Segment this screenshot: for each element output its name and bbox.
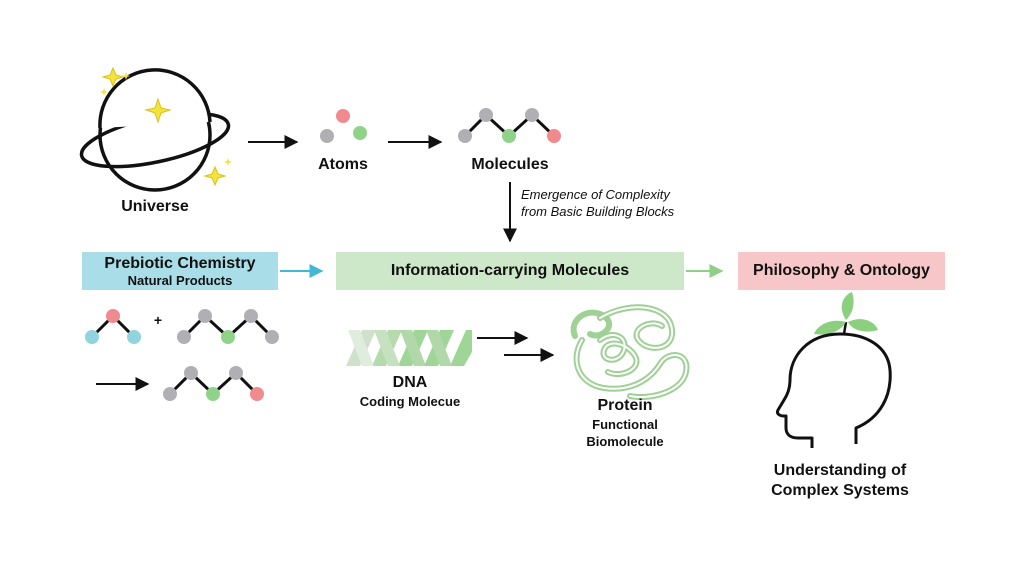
universe-label: Universe: [121, 198, 189, 215]
prebiotic-chain-icon: [177, 309, 279, 344]
prebiotic-box: [82, 252, 278, 290]
emergence-line-2: from Basic Building Blocks: [521, 204, 675, 219]
head-with-sprout-icon: [776, 292, 892, 448]
protein-fold-inner: [575, 306, 688, 398]
plus-sign: +: [153, 312, 163, 328]
understanding-line-1: Understanding of: [773, 462, 907, 479]
dna-label: DNA: [392, 374, 428, 391]
molecules-label: Molecules: [471, 156, 549, 173]
protein-sublabel-1: Functional: [592, 417, 658, 432]
dna-helix-icon: [346, 330, 472, 366]
molecule-chain-icon: [458, 108, 561, 143]
prebiotic-small-molecule-icon: [85, 309, 141, 344]
emergence-label: Emergence of Complexity from Basic Build…: [521, 186, 674, 220]
universe-planet-icon: [79, 66, 232, 192]
atoms-icon: [320, 109, 367, 143]
protein-sublabel-2: Biomolecule: [586, 434, 664, 449]
prebiotic-box-text: Prebiotic Chemistry Natural Products: [82, 252, 278, 290]
dna-sublabel: Coding Molecue: [359, 394, 461, 409]
philosophy-box-text: Philosophy & Ontology: [738, 252, 945, 290]
philosophy-title: Philosophy & Ontology: [753, 262, 930, 279]
info-molecules-box: [336, 252, 684, 290]
prebiotic-title: Prebiotic Chemistry: [104, 254, 256, 272]
prebiotic-subtitle: Natural Products: [127, 272, 233, 288]
info-molecules-box-text: Information-carrying Molecules: [336, 252, 684, 290]
atoms-label: Atoms: [318, 156, 368, 173]
prebiotic-product-chain-icon: [163, 366, 264, 401]
understanding-line-2: Complex Systems: [771, 482, 909, 499]
protein-label: Protein: [597, 397, 653, 414]
philosophy-box: [738, 252, 945, 290]
info-molecules-title: Information-carrying Molecules: [390, 262, 630, 279]
emergence-line-1: Emergence of Complexity: [521, 187, 670, 202]
